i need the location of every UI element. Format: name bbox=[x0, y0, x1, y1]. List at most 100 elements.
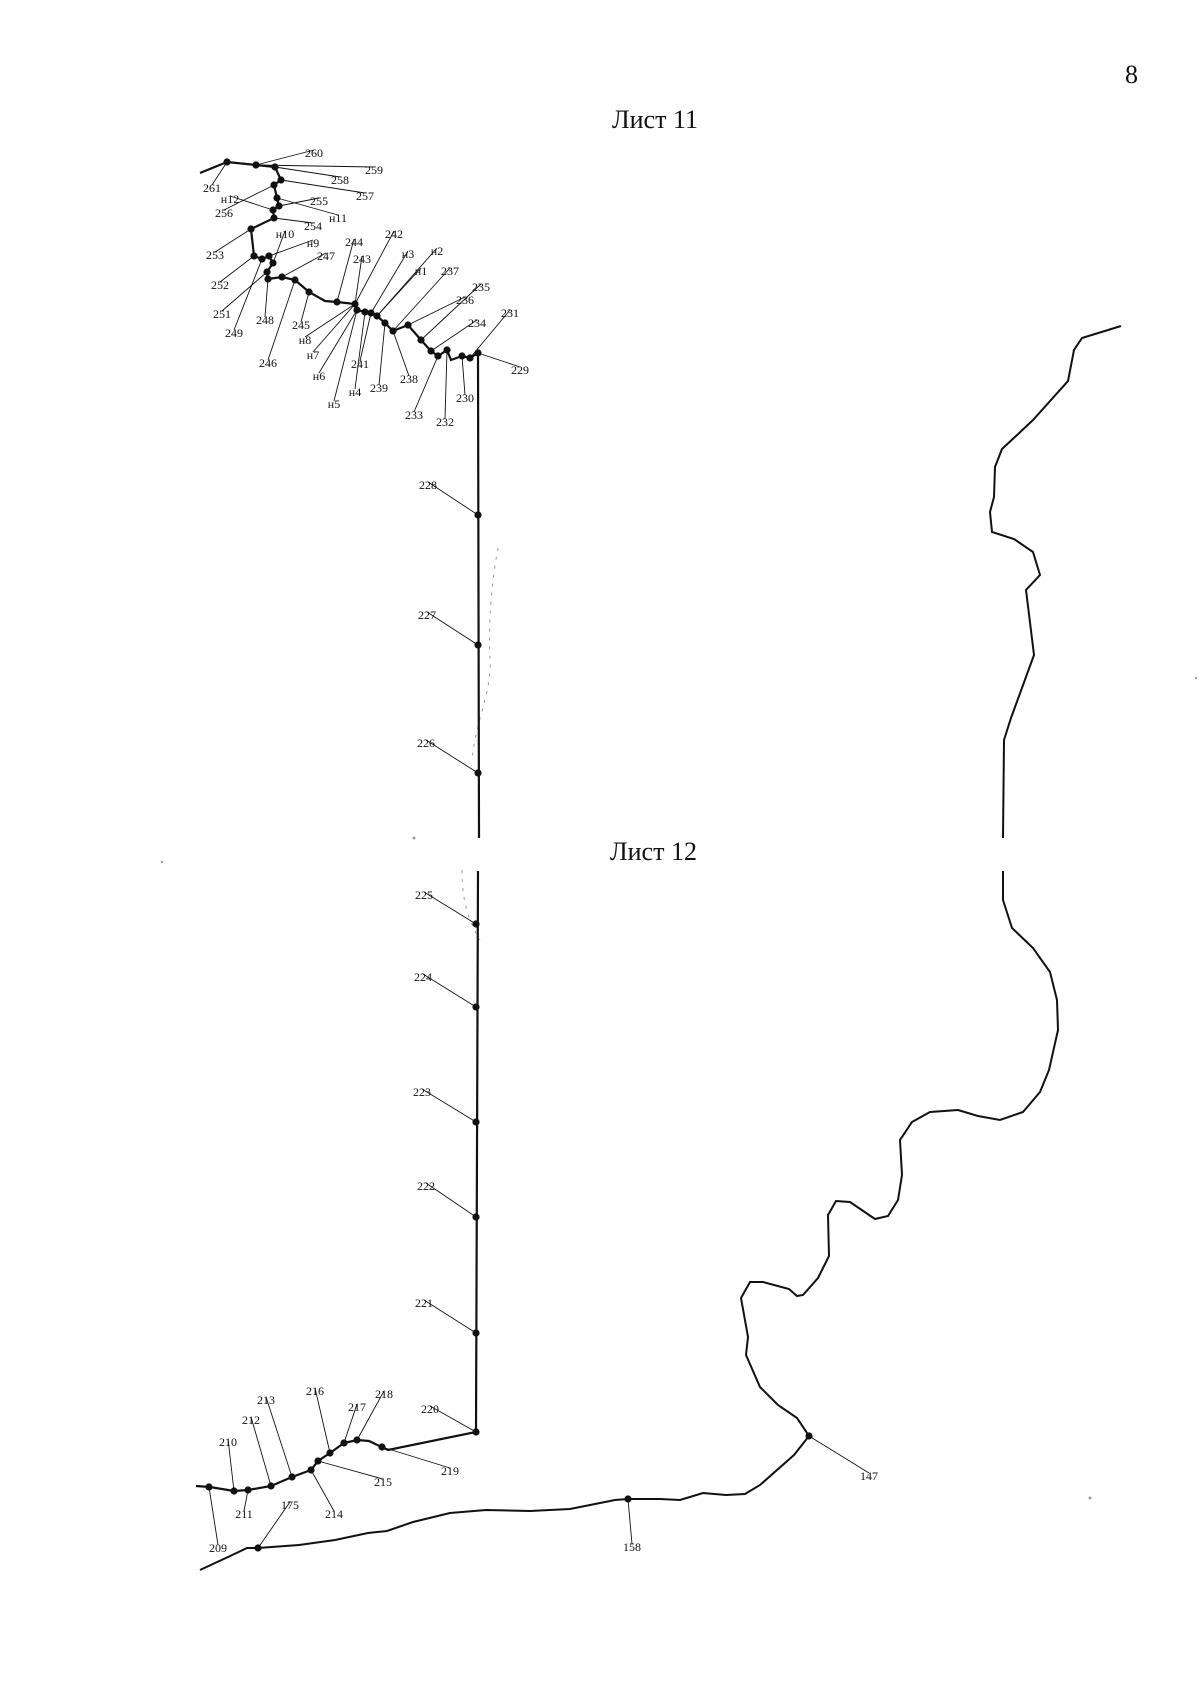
point-label: н12 bbox=[221, 192, 239, 206]
leader-line bbox=[255, 164, 375, 168]
speck bbox=[412, 836, 416, 840]
point-label: 220 bbox=[421, 1402, 439, 1416]
speck bbox=[1088, 1496, 1092, 1500]
leader-line bbox=[336, 238, 355, 303]
leader-line bbox=[276, 197, 339, 216]
leader-line bbox=[423, 1299, 477, 1334]
point-label: 217 bbox=[348, 1400, 366, 1414]
point-label: 256 bbox=[215, 206, 233, 220]
point-label: 248 bbox=[256, 313, 274, 327]
point-label: 216 bbox=[306, 1384, 324, 1398]
point-label: 226 bbox=[417, 736, 435, 750]
point-label: 215 bbox=[374, 1475, 392, 1489]
speck bbox=[1194, 676, 1198, 680]
point-label: 243 bbox=[353, 252, 371, 266]
speck bbox=[160, 860, 164, 864]
leader-line bbox=[370, 250, 409, 314]
point-label: 221 bbox=[415, 1296, 433, 1310]
river-line-sheet-12 bbox=[199, 871, 1060, 1571]
point-label: н1 bbox=[415, 264, 427, 278]
leader-line bbox=[420, 283, 482, 341]
leader-line bbox=[378, 322, 386, 386]
point-label: н4 bbox=[349, 385, 361, 399]
point-label: 230 bbox=[456, 391, 474, 405]
leader-line bbox=[421, 1088, 477, 1123]
point-label: н10 bbox=[276, 227, 294, 241]
point-label: 235 bbox=[472, 280, 490, 294]
point-label: 237 bbox=[441, 264, 459, 278]
leader-line bbox=[422, 973, 477, 1008]
leader-line bbox=[477, 352, 521, 368]
point-label: 258 bbox=[331, 173, 349, 187]
point-label: 261 bbox=[203, 181, 221, 195]
boundary-points bbox=[205, 158, 813, 1552]
point-label: 259 bbox=[365, 163, 383, 177]
point-label: 247 bbox=[317, 249, 335, 263]
leader-line bbox=[274, 166, 341, 178]
leader-line bbox=[211, 161, 228, 186]
point-label: н3 bbox=[402, 247, 414, 261]
sheet-11-title: Лист 11 bbox=[612, 105, 698, 134]
point-label: н6 bbox=[313, 369, 325, 383]
point-label: 232 bbox=[436, 415, 454, 429]
point-label: 239 bbox=[370, 381, 388, 395]
leader-line bbox=[221, 271, 268, 312]
point-label: 231 bbox=[501, 306, 519, 320]
leader-line bbox=[376, 247, 438, 317]
point-label: н7 bbox=[307, 348, 319, 362]
leader-line bbox=[354, 311, 366, 390]
leader-line bbox=[469, 309, 511, 359]
leader-line bbox=[250, 1416, 272, 1487]
leader-line bbox=[273, 217, 314, 224]
point-label: 253 bbox=[206, 248, 224, 262]
leader-line bbox=[429, 1405, 477, 1433]
leader-line bbox=[257, 1501, 291, 1549]
point-label: 158 bbox=[623, 1540, 641, 1554]
leader-line bbox=[219, 255, 255, 283]
leader-line bbox=[356, 1390, 385, 1441]
leader-line bbox=[425, 1182, 477, 1218]
leader-line bbox=[310, 1469, 335, 1512]
point-label: 242 bbox=[385, 227, 403, 241]
point-label: 251 bbox=[213, 307, 231, 321]
leader-line bbox=[461, 355, 466, 396]
leader-line bbox=[280, 179, 366, 194]
point-label: 255 bbox=[310, 194, 328, 208]
leader-line bbox=[381, 1446, 451, 1469]
point-label: н11 bbox=[329, 211, 347, 225]
leader-line bbox=[227, 1438, 235, 1492]
leader-line bbox=[312, 303, 356, 353]
leader-line bbox=[272, 230, 286, 264]
leader-line bbox=[304, 303, 356, 338]
leader-line bbox=[427, 481, 479, 516]
leader-line bbox=[208, 1486, 219, 1546]
boundary-line-sheet-11 bbox=[199, 160, 481, 839]
point-label: 228 bbox=[419, 478, 437, 492]
river-line-sheet-11 bbox=[988, 325, 1122, 839]
leader-line bbox=[430, 319, 478, 352]
point-labels: 1471581752092102112122132142152162172182… bbox=[203, 146, 878, 1555]
point-label: 225 bbox=[415, 888, 433, 902]
point-label: 229 bbox=[511, 363, 529, 377]
leader-line bbox=[265, 1396, 293, 1478]
leader-line bbox=[233, 258, 263, 331]
leader-line bbox=[444, 349, 448, 420]
leader-line bbox=[229, 195, 274, 211]
leader-line bbox=[359, 312, 372, 362]
point-label: 234 bbox=[468, 316, 486, 330]
label-leaders bbox=[208, 149, 870, 1549]
point-label: 260 bbox=[305, 146, 323, 160]
point-label: 241 bbox=[351, 357, 369, 371]
leader-line bbox=[243, 1489, 249, 1512]
leader-line bbox=[214, 228, 252, 253]
point-label: 219 bbox=[441, 1464, 459, 1478]
leader-line bbox=[278, 197, 320, 207]
leader-line bbox=[423, 891, 477, 925]
page-number: 8 bbox=[1125, 60, 1138, 89]
point-label: 214 bbox=[325, 1507, 343, 1521]
leader-line bbox=[267, 279, 296, 361]
point-label: 209 bbox=[209, 1541, 227, 1555]
point-label: 213 bbox=[257, 1393, 275, 1407]
leader-line bbox=[318, 309, 358, 374]
